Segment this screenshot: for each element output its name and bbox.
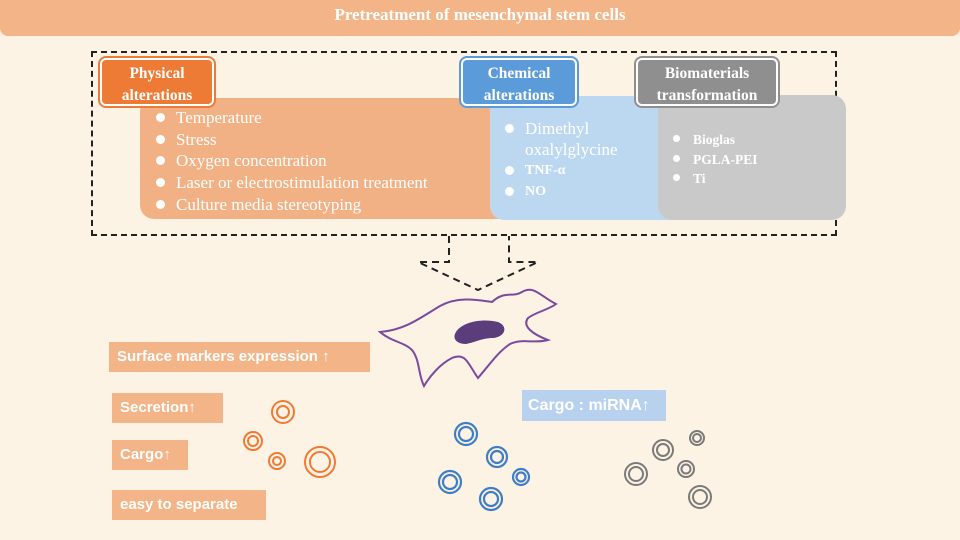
physical-header: Physical alterations xyxy=(100,58,214,106)
list-item: Stress xyxy=(156,129,428,151)
vesicle-icon xyxy=(677,460,695,478)
vesicle-icon xyxy=(268,452,286,470)
cargo-label: Cargo↑ xyxy=(112,440,188,470)
surface-markers-label: Surface markers expression ↑ xyxy=(109,342,370,372)
list-item: Temperature xyxy=(156,107,428,129)
list-item: TNF-α xyxy=(505,160,655,181)
list-item: Dimethyl oxalylglycine xyxy=(505,118,655,160)
vesicle-icon xyxy=(485,445,509,469)
vesicle-icon xyxy=(437,469,463,495)
easy-to-separate-label: easy to separate xyxy=(112,490,266,520)
vesicle-icon xyxy=(688,485,712,509)
biomaterials-list: Bioglas PGLA-PEI Ti xyxy=(673,130,758,189)
arrow-down-icon xyxy=(417,236,539,292)
list-item: NO xyxy=(505,181,655,202)
vesicle-icon xyxy=(478,486,504,512)
chemical-header: Chemical alterations xyxy=(461,58,577,106)
list-item: Culture media stereotyping xyxy=(156,194,428,216)
vesicle-icon xyxy=(624,462,648,486)
vesicle-icon xyxy=(652,439,674,461)
list-item: Oxygen concentration xyxy=(156,150,428,172)
biomaterials-header: Biomaterials transformation xyxy=(636,58,778,106)
list-item: Laser or electrostimulation treatment xyxy=(156,172,428,194)
physical-panel xyxy=(140,98,540,219)
vesicle-icon xyxy=(689,430,705,446)
page-title: Pretreatment of mesenchymal stem cells xyxy=(0,0,960,36)
chemical-list: Dimethyl oxalylglycine TNF-α NO xyxy=(505,118,655,202)
list-item: Bioglas xyxy=(673,130,758,150)
cell-icon xyxy=(377,288,558,389)
list-item: PGLA-PEI xyxy=(673,150,758,170)
list-item: Ti xyxy=(673,169,758,189)
secretion-label: Secretion↑ xyxy=(112,393,223,423)
nucleus-icon xyxy=(454,320,505,344)
vesicle-icon xyxy=(271,400,295,424)
vesicle-icon xyxy=(511,467,531,487)
vesicle-icon xyxy=(304,446,336,478)
cargo-mirna-label: Cargo : miRNA↑ xyxy=(522,390,666,421)
biomaterials-panel xyxy=(658,95,846,220)
vesicle-icon xyxy=(453,421,479,447)
vesicle-icon xyxy=(243,431,263,451)
physical-list: Temperature Stress Oxygen concentration … xyxy=(156,107,428,216)
